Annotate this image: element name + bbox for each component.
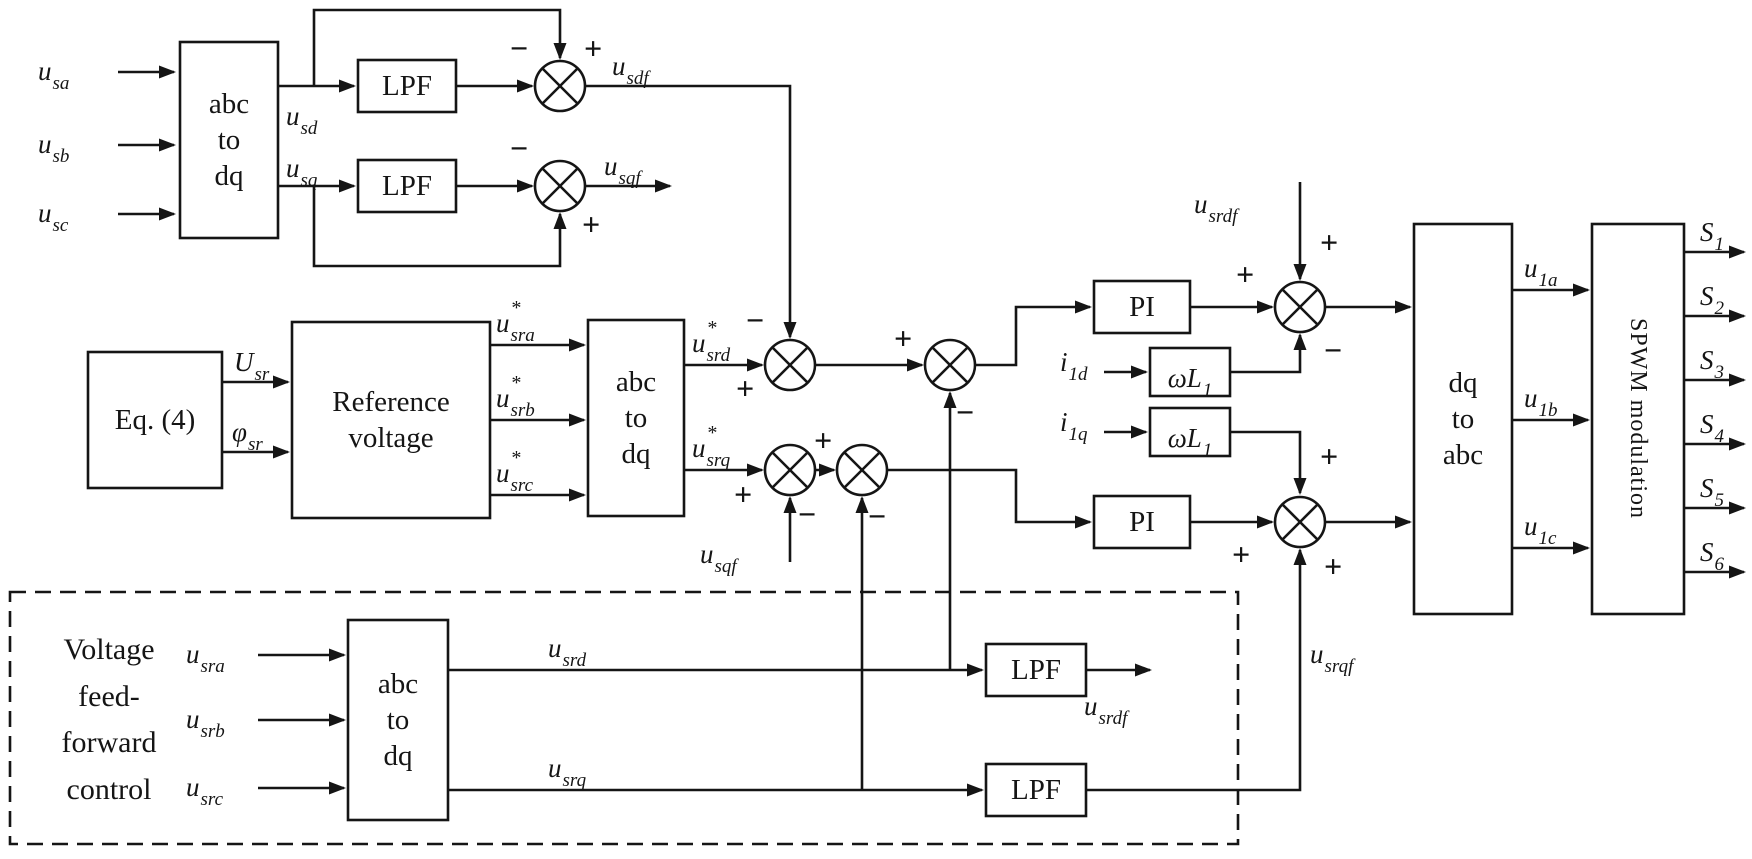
sign-minus-usqf: − <box>798 496 817 532</box>
block-rect-pi-d <box>1092 279 1192 335</box>
block-rect-reference-voltage <box>290 320 492 520</box>
sum-junction-q-error-2 <box>835 443 889 497</box>
sign-plus-pi-q-output: + <box>1232 536 1251 572</box>
sign-minus-usrd-feedback: − <box>956 394 975 430</box>
block-rect-lpf-ffd <box>984 642 1088 698</box>
block-lpf-ffd: LPF <box>1011 653 1061 686</box>
block-rect-pi-q <box>1092 494 1192 550</box>
sign-plus-usrqf: + <box>1324 548 1343 584</box>
sum-junction-d-output <box>1273 280 1327 334</box>
block-rect-lpf-q <box>356 158 458 214</box>
block-rect-lpf-d <box>356 58 458 114</box>
feed-forward-dashed-box <box>8 590 1240 846</box>
block-rect-eq4 <box>86 350 224 490</box>
sign-minus-lpf-q-input: − <box>510 130 529 166</box>
sum-junction-d-error-2 <box>923 338 977 392</box>
block-pi-q: PI <box>1129 505 1155 538</box>
sum-junction-usdf <box>533 59 587 113</box>
label-u-srb-ref: u*srb <box>496 372 535 421</box>
sign-plus-d-error: + <box>894 320 913 356</box>
block-abc-to-dq-grid: abc to dq <box>208 87 250 193</box>
sign-minus-usdf: − <box>746 302 765 338</box>
label-u-src-ref: u*src <box>496 447 534 496</box>
label-u-srd-ref: u*srd <box>692 317 731 366</box>
sign-plus-usrq-ref: + <box>734 476 753 512</box>
sign-plus-usd-direct: + <box>584 30 603 66</box>
sign-minus-lpf-d-input: − <box>510 30 529 66</box>
block-dq-to-abc: dq to abc <box>1442 366 1484 472</box>
block-eq4: Eq. (4) <box>114 403 196 436</box>
sign-plus-pi-d-output: + <box>1236 256 1255 292</box>
block-rect-omega-l1-lower <box>1148 406 1232 458</box>
sum-junction-usqf <box>533 159 587 213</box>
block-lpf-ffq: LPF <box>1011 773 1061 806</box>
block-reference-voltage: Reference voltage <box>332 385 450 454</box>
block-rect-abc-dq-ref <box>586 318 686 518</box>
sign-plus-usq-direct: + <box>582 206 601 242</box>
sign-minus-usrq-feedback: − <box>868 498 887 534</box>
block-spwm-modulation: SPWM modulation <box>1625 318 1651 520</box>
wires <box>118 8 1746 797</box>
block-abc-to-dq-ff: abc to dq <box>377 667 419 773</box>
sign-plus-usrd-ref: + <box>736 370 755 406</box>
block-pi-d: PI <box>1129 290 1155 323</box>
sign-plus-q-error: + <box>814 422 833 458</box>
block-rect-abc-dq-grid <box>178 40 280 240</box>
sum-junction-q-error-1 <box>763 443 817 497</box>
block-outlines <box>86 40 1686 822</box>
block-abc-to-dq-ref: abc to dq <box>615 365 657 471</box>
block-rect-spwm <box>1590 222 1686 616</box>
sign-plus-omega-l1-i1q: + <box>1320 438 1339 474</box>
block-lpf-q: LPF <box>382 169 432 202</box>
sum-junction-q-output <box>1273 495 1327 549</box>
sign-plus-usrdf: + <box>1320 224 1339 260</box>
block-rect-abc-dq-ff <box>346 618 450 822</box>
block-lpf-d: LPF <box>382 69 432 102</box>
label-u-sra-ref: u*sra <box>496 297 535 346</box>
block-rect-omega-l1-upper <box>1148 346 1232 398</box>
feed-forward-caption: Voltage feed- forward control <box>61 633 157 806</box>
sign-minus-omega-l1-i1d: − <box>1324 332 1343 368</box>
sum-junction-d-error-1 <box>763 338 817 392</box>
label-u-srq-ref: u*srq <box>692 422 731 471</box>
